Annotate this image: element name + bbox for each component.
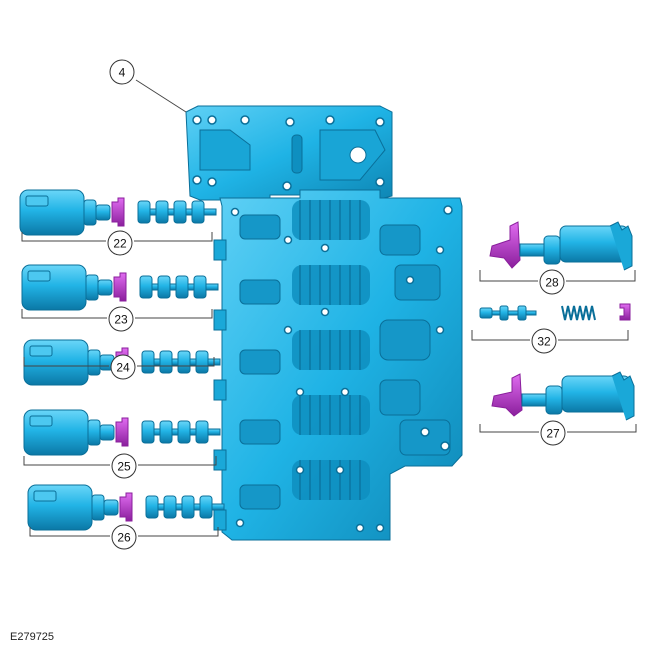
spool-land	[177, 350, 191, 374]
spool-land	[195, 420, 209, 444]
spool-land	[175, 275, 189, 299]
spool-land	[177, 420, 191, 444]
spool-land	[137, 200, 151, 224]
callout-26: 26	[111, 524, 137, 550]
callout-32: 32	[531, 328, 557, 354]
callout-28: 28	[539, 269, 565, 295]
solenoid-assembly-28	[489, 221, 633, 271]
figure-reference-id: E279725	[10, 631, 54, 643]
callout-label: 28	[545, 276, 559, 290]
callout-label: 27	[546, 427, 560, 441]
solenoid-neck	[87, 349, 101, 376]
spool-land	[157, 275, 171, 299]
solenoid-tip	[103, 499, 119, 516]
solenoid-assembly-27	[491, 371, 635, 421]
solenoid-neck	[91, 494, 105, 521]
retaining-clip	[115, 417, 129, 447]
callout-23: 23	[108, 306, 134, 332]
spool-land	[141, 420, 155, 444]
solenoid-neck	[83, 199, 97, 226]
callout-24: 24	[110, 354, 136, 380]
spool-land	[199, 495, 213, 519]
solenoid-neck	[85, 274, 99, 301]
callout-label: 24	[116, 361, 130, 375]
retaining-clip	[113, 272, 127, 302]
spool-land	[181, 495, 195, 519]
callout-label: 25	[117, 460, 131, 474]
valve-spring-assembly-32	[479, 303, 631, 321]
solenoid-tip	[95, 204, 111, 221]
callout-22: 22	[107, 230, 133, 256]
spool-land	[193, 275, 207, 299]
solenoid-connector	[27, 270, 51, 282]
callout-4: 4	[109, 59, 135, 85]
solenoid-tip	[99, 424, 115, 441]
spool-land	[145, 495, 159, 519]
spool-land	[173, 200, 187, 224]
retaining-clip	[119, 492, 133, 522]
left-solenoid-rows	[19, 189, 225, 531]
callout-label: 22	[113, 237, 127, 251]
bracket-lines	[21, 79, 637, 537]
solenoid-tip	[97, 279, 113, 296]
solenoid-connector	[33, 490, 57, 502]
callout-27: 27	[540, 420, 566, 446]
spool-land	[159, 420, 173, 444]
solenoid-connector	[29, 345, 53, 357]
callout-label: 32	[537, 335, 551, 349]
spool-land	[141, 350, 155, 374]
retaining-clip	[111, 197, 125, 227]
spool-land	[159, 350, 173, 374]
solenoid-neck	[87, 419, 101, 446]
spool-land	[163, 495, 177, 519]
solenoid-connector	[25, 195, 49, 207]
spool-land	[191, 200, 205, 224]
callout-label: 26	[117, 531, 131, 545]
callout-label: 23	[114, 313, 128, 327]
solenoid-connector	[29, 415, 53, 427]
spool-land	[139, 275, 153, 299]
callout-25: 25	[111, 453, 137, 479]
spool-land	[155, 200, 169, 224]
spool-land	[195, 350, 209, 374]
callout-label: 4	[119, 66, 126, 80]
valve-body	[185, 105, 463, 541]
